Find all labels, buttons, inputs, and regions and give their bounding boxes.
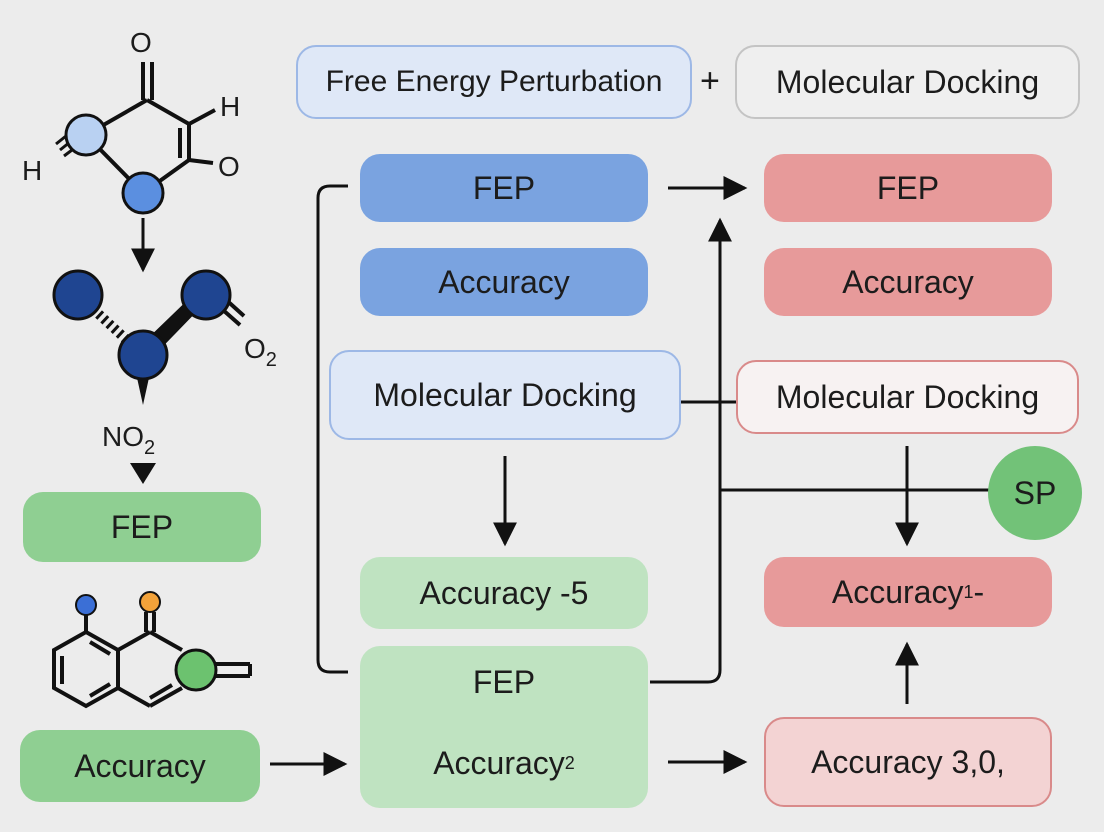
molecule-1 xyxy=(55,62,216,215)
atom-label-o2-right: O2 xyxy=(244,333,277,371)
middle-fep-box: FEP xyxy=(360,154,648,222)
molecule-3 xyxy=(52,591,252,709)
plus-sign: + xyxy=(700,62,720,100)
arrow-fep-up-to-red xyxy=(650,217,732,684)
middle-fep2-box: FEP xyxy=(360,646,648,718)
atom-label-h-left: H xyxy=(22,155,42,186)
left-accuracy-box: Accuracy xyxy=(20,730,260,802)
atom-label-o-top: O xyxy=(130,27,152,58)
right-accuracy30-box: Accuracy 3,0, xyxy=(764,717,1052,807)
bracket-left xyxy=(316,184,348,674)
middle-accuracy5-box: Accuracy -5 xyxy=(360,557,648,629)
molecule-2 xyxy=(52,269,246,405)
accuracy1-text: Accuracy xyxy=(831,573,964,610)
atom-label-no2-bottom: NO2 xyxy=(102,421,155,459)
accuracy1-suffix: - xyxy=(973,573,985,610)
right-docking-box: Molecular Docking xyxy=(736,360,1079,434)
middle-docking-box: Molecular Docking xyxy=(329,350,681,440)
right-accuracy-box: Accuracy xyxy=(764,248,1052,316)
right-fep-box: FEP xyxy=(764,154,1052,222)
atom-label-o-right: O xyxy=(218,151,240,182)
header-docking-box: Molecular Docking xyxy=(735,45,1080,119)
sp-circle: SP xyxy=(988,446,1082,540)
left-fep-box: FEP xyxy=(23,492,261,562)
arrow-molecule-2-to-fep xyxy=(130,463,156,484)
middle-accuracy-box: Accuracy xyxy=(360,248,648,316)
accuracy2-text: Accuracy xyxy=(433,744,565,781)
atom-label-h-right: H xyxy=(220,91,240,122)
header-fep-box: Free Energy Perturbation xyxy=(296,45,692,119)
